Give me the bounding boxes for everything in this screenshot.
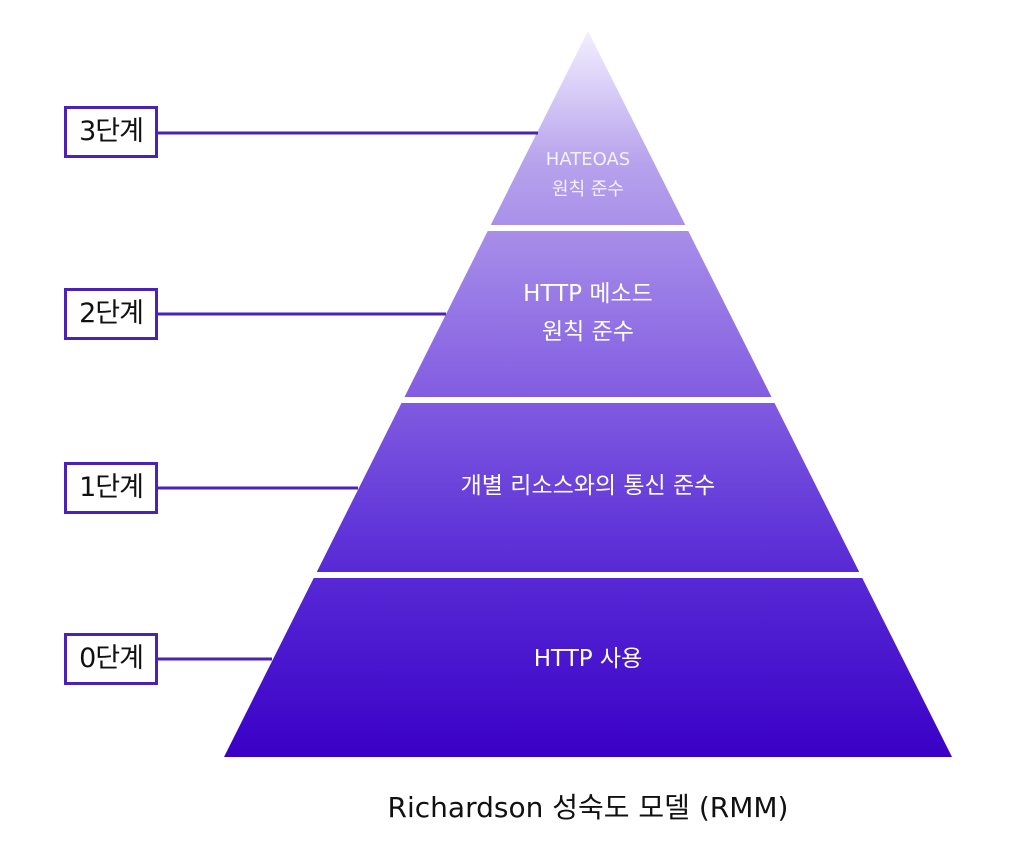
divider-3-2: [450, 225, 726, 231]
tier-0-text: HTTP 사용: [534, 642, 643, 676]
tier-3-line-2: 원칙 준수: [552, 179, 624, 200]
divider-1-0: [276, 572, 900, 578]
level-0-label: 0단계: [64, 633, 158, 685]
tier-1-text: 개별 리소스와의 통신 준수: [461, 469, 716, 503]
tier-3-line-1: HATEOAS: [545, 149, 631, 170]
tier-1-line-1: 개별 리소스와의 통신 준수: [460, 473, 716, 499]
diagram-caption: Richardson 성숙도 모델 (RMM): [387, 791, 789, 824]
level-3-label: 3단계: [64, 106, 158, 158]
level-1-label: 1단계: [64, 462, 158, 514]
tier-2-line-2: 원칙 준수: [542, 319, 634, 345]
tier-3-text: HATEOAS 원칙 준수: [546, 145, 630, 205]
tier-2-text: HTTP 메소드 원칙 준수: [523, 275, 653, 351]
tier-2-line-1: HTTP 메소드: [523, 281, 653, 307]
divider-2-1: [360, 397, 816, 403]
level-2-label: 2단계: [64, 288, 158, 340]
tier-0-line-1: HTTP 사용: [533, 646, 643, 672]
